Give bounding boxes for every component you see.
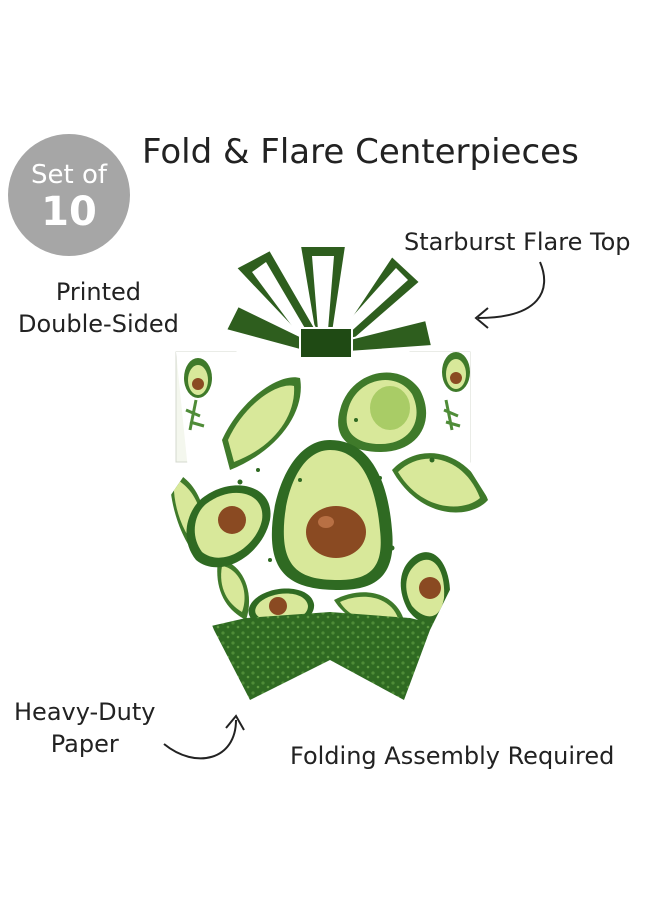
- avocado-half-right: [400, 552, 451, 624]
- scatter-dots: [237, 418, 435, 562]
- starburst-flare-top: [224, 245, 434, 359]
- centerpiece-body: [164, 352, 492, 700]
- product-title: Fold & Flare Centerpieces: [142, 132, 579, 172]
- callout-printed-line1: Printed: [55, 278, 142, 306]
- callout-paper-line1: Heavy-Duty: [14, 698, 156, 726]
- avocado-half-center: [271, 440, 393, 590]
- callout-printed: Printed Double-Sided: [18, 276, 179, 340]
- callout-paper-line2: Paper: [50, 730, 119, 758]
- avocado-slices: [169, 377, 488, 626]
- arrow-to-paper-head: [225, 714, 245, 731]
- base-band: [164, 612, 492, 700]
- callout-starburst: Starburst Flare Top: [404, 228, 631, 256]
- arrow-to-top: [477, 261, 546, 319]
- arrow-to-paper: [163, 719, 237, 760]
- callout-assembly: Folding Assembly Required: [290, 742, 615, 770]
- callout-printed-line2: Double-Sided: [18, 310, 179, 338]
- set-count-badge: Set of 10: [8, 134, 130, 256]
- avocado-half-left: [186, 485, 271, 568]
- side-strip-avocados: [184, 352, 470, 431]
- arrow-to-top-head: [474, 307, 489, 329]
- badge-count: 10: [41, 189, 97, 235]
- avocado-half-top: [338, 372, 427, 452]
- badge-set-label: Set of: [30, 160, 108, 190]
- callout-paper: Heavy-Duty Paper: [14, 696, 155, 760]
